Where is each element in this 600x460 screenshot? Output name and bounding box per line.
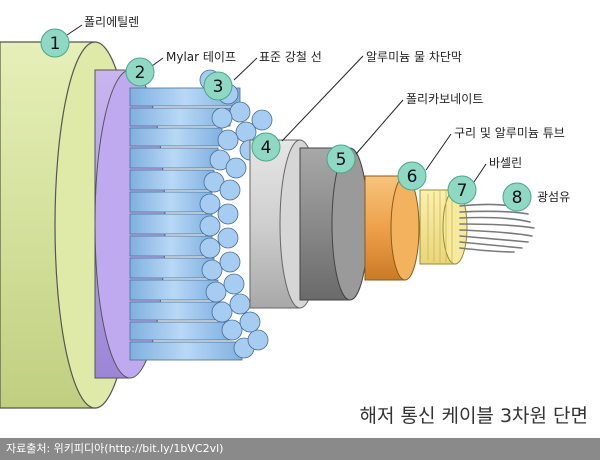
layer-6-marker: 6 xyxy=(397,161,427,191)
layer-2-number: 2 xyxy=(135,63,146,83)
layer-6-number: 6 xyxy=(407,167,418,187)
copper-tube-layer xyxy=(364,175,420,281)
layer-7-number: 7 xyxy=(457,181,468,201)
optical-fiber-layer xyxy=(459,203,535,253)
layer-7-label: 바셀린 xyxy=(489,156,522,170)
layer-5-label: 폴리카보네이트 xyxy=(406,92,483,106)
layer-2-label: Mylar 테이프 xyxy=(166,50,236,64)
layer-2-marker: 2 xyxy=(125,57,155,87)
layer-8-marker: 8 xyxy=(502,182,532,212)
layer-6-label: 구리 및 알루미늄 튜브 xyxy=(454,126,565,140)
layer-8-number: 8 xyxy=(512,188,523,208)
layer-1-number: 1 xyxy=(50,34,61,54)
source-footer: 자료출처: 위키피디아(http://bit.ly/1bVC2vl) xyxy=(0,438,600,460)
layer-5-number: 5 xyxy=(336,150,347,170)
layer-3-marker: 3 xyxy=(203,71,233,101)
layer-4-number: 4 xyxy=(261,138,272,158)
vaseline-layer xyxy=(419,189,468,265)
layer-3-label: 표준 강철 선 xyxy=(259,50,322,64)
layer-7-marker: 7 xyxy=(447,175,477,205)
leader-lines xyxy=(66,24,487,186)
layer-5-marker: 5 xyxy=(326,144,356,174)
diagram-title: 해저 통신 케이블 3차원 단면 xyxy=(359,405,588,427)
steel-wire-layer xyxy=(129,69,273,361)
layer-8-label: 광섬유 xyxy=(537,190,570,204)
layer-1-label: 폴리에틸렌 xyxy=(84,15,139,29)
layer-1-marker: 1 xyxy=(40,28,70,58)
layer-3-number: 3 xyxy=(213,77,224,97)
layer-4-label: 알루미늄 물 차단막 xyxy=(366,50,462,64)
layer-4-marker: 4 xyxy=(251,132,281,162)
